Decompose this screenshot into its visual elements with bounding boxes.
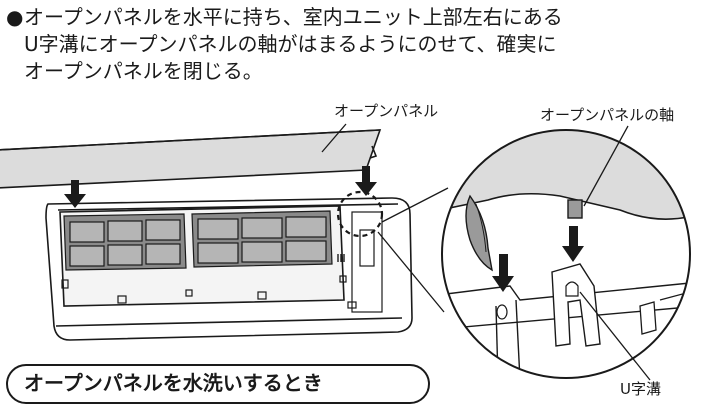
u-groove-label: U字溝 [620,380,661,398]
vent-grille [337,254,345,262]
open-panel-label: オープンパネル [334,102,439,120]
detail-circle-outline [441,129,691,379]
highlight-circle [336,190,384,238]
open-panel-leader [321,123,347,153]
detail-view [442,130,690,378]
panel-axis-label: オープンパネルの軸 [540,106,675,124]
bullet-icon: ● [6,5,24,29]
down-arrow-left [64,180,86,208]
unit-details [61,211,383,313]
air-filters [63,210,333,271]
connector-lines [377,187,449,313]
panel-axis-leader [583,125,629,207]
instruction-line-2: U字溝にオープンパネルの軸がはまるようにのせて、確実に [24,32,557,56]
open-panel [0,129,382,189]
instruction-line-3: オープンパネルを閉じる。 [24,59,263,83]
u-groove-leader [579,291,651,381]
down-arrow-right [355,166,377,196]
illustration [0,123,691,381]
section-heading: オープンパネルを水洗いするとき [6,364,430,404]
instruction-line-1: オープンパネルを水平に持ち、室内ユニット上部左右にある [24,5,563,29]
